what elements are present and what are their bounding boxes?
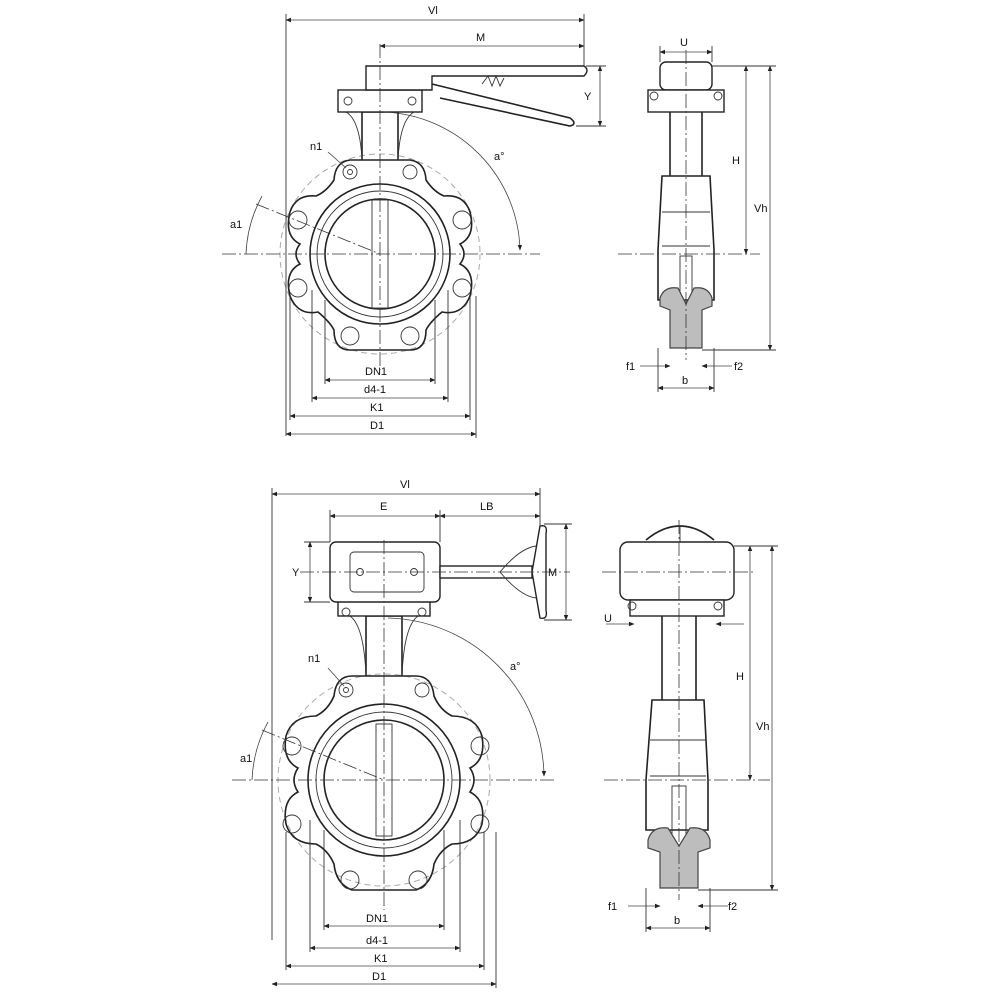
top-side-view: U H Vh f1 f2 b <box>618 37 776 392</box>
label-a1: a1 <box>230 219 242 231</box>
label-f2: f2 <box>728 901 737 913</box>
label-b: b <box>682 375 688 387</box>
lug-hole <box>288 210 308 230</box>
neck-side <box>669 112 703 176</box>
n1-leader <box>327 151 347 169</box>
label-d1: D1 <box>370 420 384 432</box>
label-u: U <box>680 37 688 49</box>
lever-handle <box>365 65 588 91</box>
valve-body-outline <box>284 675 484 891</box>
bolt <box>713 91 723 101</box>
neck-side <box>661 616 697 700</box>
lug-hole <box>402 164 418 180</box>
bolt <box>713 601 723 611</box>
lug-hole <box>470 736 490 756</box>
label-m: M <box>476 32 485 44</box>
label-n1: n1 <box>310 141 322 153</box>
label-e: E <box>380 501 387 513</box>
valve-body-outline <box>287 159 473 351</box>
label-dn1: DN1 <box>366 913 388 925</box>
label-d1: D1 <box>372 971 386 983</box>
a1-arc <box>245 195 263 255</box>
lug-hole <box>282 736 302 756</box>
angled-centerline <box>255 203 381 255</box>
bolt <box>649 91 659 101</box>
bolt <box>627 601 637 611</box>
bolt <box>341 607 351 617</box>
gearbox-flange-side <box>629 599 725 617</box>
a1-arc <box>251 721 269 781</box>
label-vl: Vl <box>400 479 410 491</box>
label-d4-1: d4-1 <box>364 384 386 396</box>
label-y: Y <box>292 567 300 579</box>
bolt <box>417 607 427 617</box>
label-vh: Vh <box>754 203 767 215</box>
label-k1: K1 <box>370 402 383 414</box>
label-a1: a1 <box>240 753 252 765</box>
label-dn1: DN1 <box>365 366 387 378</box>
lug-hole <box>452 210 472 230</box>
label-f1: f1 <box>626 361 635 373</box>
top-front-view: Vl M Y n1 a° a1 DN1 d4-1 K1 D1 <box>222 5 606 438</box>
label-lb: LB <box>480 501 493 513</box>
label-vh: Vh <box>756 721 769 733</box>
label-a-deg: a° <box>510 661 521 673</box>
label-n1: n1 <box>308 653 320 665</box>
label-y: Y <box>584 91 592 103</box>
n1-leader <box>327 667 345 687</box>
label-u: U <box>604 613 612 625</box>
angled-centerline <box>261 729 385 781</box>
label-vl: Vl <box>428 5 438 17</box>
lug-hole <box>340 870 360 890</box>
angle-arc <box>387 617 547 777</box>
lug-hole <box>408 870 428 890</box>
label-h: H <box>736 671 744 683</box>
label-a-deg: a° <box>494 151 505 163</box>
lug-hole <box>470 814 490 834</box>
body-side <box>657 175 715 301</box>
label-f2: f2 <box>734 361 743 373</box>
label-h: H <box>732 155 740 167</box>
label-d4-1: d4-1 <box>366 935 388 947</box>
neck-fillet <box>349 615 419 677</box>
handwheel-spoke <box>499 545 537 599</box>
bottom-side-view: U H Vh f1 f2 b <box>602 520 778 932</box>
lug-hole <box>452 278 472 298</box>
gearbox-side <box>619 541 735 601</box>
bolt <box>343 96 353 106</box>
bottom-front-view: Vl E LB Y M n1 a° a1 DN1 d4-1 K1 D1 <box>232 479 572 988</box>
body-side <box>645 699 709 831</box>
lug-hole <box>414 682 430 698</box>
angle-arc <box>383 111 523 251</box>
lug-hole <box>400 326 420 346</box>
lever-arm <box>431 83 575 127</box>
lug-hole <box>340 326 360 346</box>
lug-hole-inner <box>343 687 349 693</box>
neck-fillet <box>345 111 415 161</box>
label-m: M <box>548 567 557 579</box>
lug-hole <box>342 164 358 180</box>
lug-hole <box>288 278 308 298</box>
label-f1: f1 <box>608 901 617 913</box>
lug-hole-inner <box>347 169 353 175</box>
lug-hole <box>338 682 354 698</box>
lever-spring <box>481 74 505 88</box>
label-b: b <box>674 915 680 927</box>
bolt <box>407 96 417 106</box>
label-k1: K1 <box>374 953 387 965</box>
lug-hole <box>282 814 302 834</box>
